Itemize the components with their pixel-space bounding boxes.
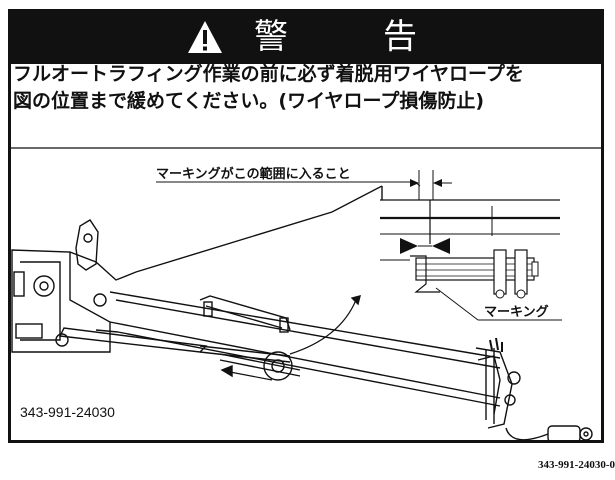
marking-label: マーキング [484, 304, 549, 320]
warning-message: フルオートラフィング作業の前に必ず着脱用ワイヤロープを 図の位置まで緩めてくださ… [13, 61, 524, 115]
warning-message-line-2: 図の位置まで緩めてください。(ワイヤロープ損傷防止) [13, 90, 485, 112]
warning-triangle-icon [188, 21, 222, 53]
warning-title-char-2: 告 [383, 17, 417, 57]
range-note-text: マーキングがこの範囲に入ること [156, 166, 351, 182]
marking-range-detail: マーキングがこの範囲に入ること マーキング [156, 166, 562, 321]
warning-message-line-1: フルオートラフィング作業の前に必ず着脱用ワイヤロープを [13, 63, 524, 85]
warning-title-char-1: 警 [254, 17, 288, 57]
warning-header: 警 告 [11, 12, 601, 64]
warning-label: 警 告 [8, 9, 604, 443]
crane-boom [11, 185, 593, 443]
outer-code: 343-991-24030-0 [538, 459, 615, 471]
label-part-number: 343-991-24030 [20, 404, 115, 420]
